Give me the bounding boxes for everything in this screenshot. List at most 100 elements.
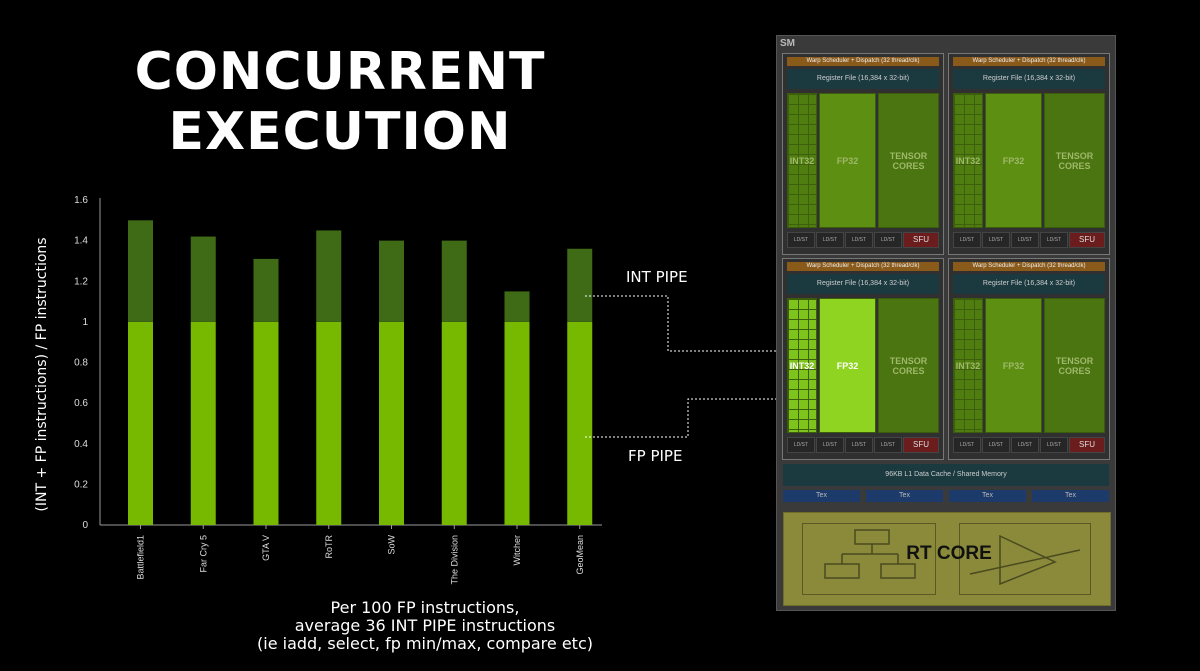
fp32-unit: FP32 bbox=[985, 298, 1042, 433]
fp32-label: FP32 bbox=[836, 155, 859, 166]
warp-scheduler: Warp Scheduler + Dispatch (32 thread/clk… bbox=[953, 57, 1105, 66]
y-tick-label: 0.6 bbox=[74, 398, 88, 409]
x-tick-label: The Division bbox=[449, 535, 459, 585]
caption-line-1: Per 100 FP instructions, bbox=[330, 598, 520, 617]
warp-scheduler: Warp Scheduler + Dispatch (32 thread/clk… bbox=[953, 262, 1105, 271]
slide-title: CONCURRENT EXECUTION bbox=[120, 42, 560, 162]
tensor-label-1: TENSOR bbox=[889, 150, 928, 161]
x-tick-label: GeoMean bbox=[575, 535, 585, 575]
register-file: Register File (16,384 x 32-bit) bbox=[953, 274, 1105, 294]
sm-quadrant-top-right: Warp Scheduler + Dispatch (32 thread/clk… bbox=[948, 53, 1110, 255]
fp-bar bbox=[504, 321, 530, 525]
title-line-2: EXECUTION bbox=[168, 102, 512, 162]
register-file: Register File (16,384 x 32-bit) bbox=[787, 274, 939, 294]
ldst-unit: LD/ST bbox=[1011, 437, 1039, 453]
l1-cache: 96KB L1 Data Cache / Shared Memory bbox=[783, 464, 1109, 486]
fp32-unit: FP32 bbox=[985, 93, 1042, 228]
ldst-unit: LD/ST bbox=[874, 232, 902, 248]
caption-line-2: average 36 INT PIPE instructions bbox=[294, 616, 556, 635]
ldst-unit: LD/ST bbox=[816, 437, 844, 453]
sm-diagram: SM Warp Scheduler + Dispatch (32 thread/… bbox=[776, 35, 1116, 611]
ldst-unit: LD/ST bbox=[1011, 232, 1039, 248]
register-file: Register File (16,384 x 32-bit) bbox=[953, 69, 1105, 89]
tex-unit: Tex bbox=[949, 490, 1026, 502]
int-pipe-label: INT PIPE bbox=[626, 268, 688, 286]
int32-unit: INT32 bbox=[787, 93, 817, 228]
fp-bar bbox=[567, 321, 593, 525]
fp32-label: FP32 bbox=[1002, 360, 1025, 371]
x-tick-label: RoTR bbox=[324, 535, 334, 559]
ldst-unit: LD/ST bbox=[874, 437, 902, 453]
ldst-unit: LD/ST bbox=[1040, 437, 1068, 453]
y-tick-label: 1.6 bbox=[74, 195, 88, 206]
sm-quadrant-top-left: Warp Scheduler + Dispatch (32 thread/clk… bbox=[782, 53, 944, 255]
fp-bar bbox=[379, 321, 404, 525]
warp-scheduler: Warp Scheduler + Dispatch (32 thread/clk… bbox=[787, 262, 939, 271]
fp-bar bbox=[128, 321, 153, 525]
fp32-label: FP32 bbox=[836, 360, 859, 371]
chart-caption: Per 100 FP instructions, average 36 INT … bbox=[160, 599, 690, 653]
int32-label: INT32 bbox=[955, 155, 981, 166]
fp-bar bbox=[316, 321, 342, 525]
caption-line-3: (ie iadd, select, fp min/max, compare et… bbox=[257, 634, 593, 653]
int-bar bbox=[441, 240, 467, 322]
tensor-label-1: TENSOR bbox=[1055, 355, 1094, 366]
bvh-tree-icon bbox=[824, 529, 916, 579]
int-bar bbox=[316, 230, 342, 322]
fp-bar bbox=[190, 321, 216, 525]
tensor-label-2: CORES bbox=[1058, 160, 1091, 171]
ldst-unit: LD/ST bbox=[787, 232, 815, 248]
int32-label: INT32 bbox=[955, 360, 981, 371]
warp-scheduler: Warp Scheduler + Dispatch (32 thread/clk… bbox=[787, 57, 939, 66]
y-axis-label: (INT + FP instructions) / FP instruction… bbox=[34, 237, 50, 511]
tensor-label-2: CORES bbox=[892, 160, 925, 171]
tensor-label-2: CORES bbox=[892, 365, 925, 376]
register-file: Register File (16,384 x 32-bit) bbox=[787, 69, 939, 89]
ldst-unit: LD/ST bbox=[845, 232, 873, 248]
fp32-unit: FP32 bbox=[819, 93, 876, 228]
tensor-label-1: TENSOR bbox=[1055, 150, 1094, 161]
sfu-unit: SFU bbox=[903, 437, 939, 453]
rt-core: RT CORE bbox=[783, 512, 1111, 606]
sfu-unit: SFU bbox=[903, 232, 939, 248]
ldst-unit: LD/ST bbox=[1040, 232, 1068, 248]
int-bar bbox=[253, 258, 279, 322]
ray-triangle-icon bbox=[969, 534, 1081, 586]
fp-pipe-arrow bbox=[585, 398, 846, 438]
int32-label: INT32 bbox=[789, 360, 815, 371]
y-tick-label: 1.4 bbox=[74, 236, 88, 247]
y-tick-label: 1 bbox=[82, 317, 88, 328]
rt-triangle-box bbox=[959, 523, 1091, 595]
tensor-label-2: CORES bbox=[1058, 365, 1091, 376]
ldst-unit: LD/ST bbox=[845, 437, 873, 453]
ldst-unit: LD/ST bbox=[982, 232, 1010, 248]
ldst-unit: LD/ST bbox=[953, 232, 981, 248]
sfu-unit: SFU bbox=[1069, 437, 1105, 453]
ldst-unit: LD/ST bbox=[816, 232, 844, 248]
fp32-label: FP32 bbox=[1002, 155, 1025, 166]
tensor-label-1: TENSOR bbox=[889, 355, 928, 366]
x-tick-label: Witcher bbox=[512, 535, 522, 566]
sm-label: SM bbox=[780, 38, 795, 49]
fp-pipe-label: FP PIPE bbox=[628, 447, 683, 465]
sm-quadrant-bottom-right: Warp Scheduler + Dispatch (32 thread/clk… bbox=[948, 258, 1110, 460]
x-tick-label: GTA V bbox=[261, 535, 271, 561]
tex-unit: Tex bbox=[866, 490, 943, 502]
rt-core-label: RT CORE bbox=[906, 543, 992, 564]
int-bar bbox=[504, 291, 530, 322]
int-bar bbox=[128, 220, 153, 322]
int-bar bbox=[190, 236, 216, 322]
title-line-1: CONCURRENT bbox=[134, 42, 546, 102]
fp-bar bbox=[253, 321, 279, 525]
int-bar bbox=[567, 248, 593, 322]
y-tick-label: 0 bbox=[82, 520, 88, 531]
ldst-unit: LD/ST bbox=[982, 437, 1010, 453]
int32-unit-active: INT32 bbox=[787, 298, 817, 433]
x-tick-label: Battlefield1 bbox=[136, 535, 146, 580]
sfu-unit: SFU bbox=[1069, 232, 1105, 248]
